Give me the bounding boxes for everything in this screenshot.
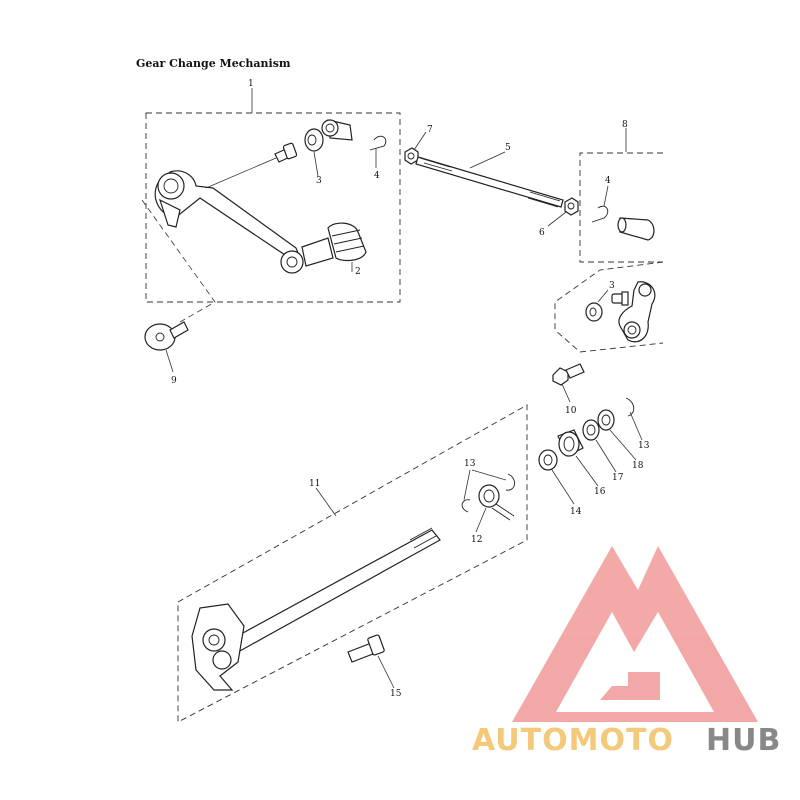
gearchange-shaft-icon <box>191 527 441 691</box>
nut-7-icon <box>404 147 419 165</box>
bush-16-icon <box>557 429 584 457</box>
callout-3a: 3 <box>316 176 322 186</box>
leader-3b <box>597 289 609 303</box>
footrest-rubber-icon <box>301 222 367 267</box>
callout-18: 18 <box>632 461 644 471</box>
watermark-text-part1: AUTOMOTO <box>472 723 674 758</box>
callout-1: 1 <box>248 79 254 89</box>
callout-14: 14 <box>570 507 582 517</box>
callout-5: 5 <box>505 143 511 153</box>
callout-17: 17 <box>612 473 624 483</box>
leader-11 <box>315 487 337 517</box>
group-box-11 <box>177 404 528 723</box>
watermark-logo-icon <box>512 546 758 722</box>
leader-14 <box>551 469 575 505</box>
callout-6: 6 <box>539 228 545 238</box>
rod-end-icon <box>321 119 353 141</box>
rod-end-right-icon <box>617 217 655 241</box>
circlip-13b-icon <box>505 473 515 491</box>
washer-18-icon <box>597 409 615 431</box>
leader-6 <box>547 211 567 227</box>
leader-13a <box>463 469 507 501</box>
callout-11: 11 <box>309 479 320 489</box>
callout-9: 9 <box>171 376 177 386</box>
callout-2: 2 <box>355 267 361 277</box>
leader-5 <box>469 151 506 169</box>
group-box-8 <box>579 152 663 263</box>
callout-7: 7 <box>427 125 433 135</box>
callout-4a: 4 <box>374 171 380 181</box>
leader-10 <box>561 383 571 403</box>
leader-4b <box>603 185 609 207</box>
leader-18 <box>609 429 637 461</box>
callout-13a: 13 <box>464 459 476 469</box>
pivot-bolt-icon <box>274 142 298 163</box>
leader-3a <box>313 151 319 177</box>
leader-15 <box>377 655 395 689</box>
callout-15: 15 <box>390 689 402 699</box>
seal-17-icon <box>582 419 600 441</box>
leader-16 <box>575 455 599 487</box>
callout-3b: 3 <box>609 281 615 291</box>
collar-12-icon <box>478 484 515 521</box>
watermark-triangle-icon <box>512 546 758 722</box>
leader-17 <box>595 439 617 473</box>
group-box-1 <box>145 112 401 303</box>
callout-16: 16 <box>594 487 606 497</box>
leader-7 <box>413 131 427 151</box>
washer-14-icon <box>538 449 558 471</box>
gearchange-arm-icon <box>618 281 656 343</box>
callout-13b: 13 <box>638 441 650 451</box>
callout-8: 8 <box>622 120 628 130</box>
bush-3-icon <box>304 128 324 152</box>
leader-rod-dash <box>205 157 277 189</box>
leader-13b <box>629 411 643 441</box>
diagram-title: Gear Change Mechanism <box>136 57 291 70</box>
nut-6-icon <box>564 197 579 216</box>
clip-4-icon <box>369 135 387 151</box>
gear-lever-icon <box>154 170 304 274</box>
stud-15-icon <box>347 634 385 663</box>
pinch-bolt-icon <box>552 363 585 386</box>
pivot-bolt-9-icon <box>144 321 189 351</box>
leader-9-dash <box>141 199 216 323</box>
group-box-8-lower <box>554 261 664 353</box>
small-bolt-icon <box>611 291 629 306</box>
watermark-text-part2: HUB <box>706 723 781 758</box>
callout-4b: 4 <box>605 176 611 186</box>
circlip-13a-icon <box>461 499 471 513</box>
circlip-13-icon <box>625 397 635 417</box>
callout-10: 10 <box>565 406 577 416</box>
bush-3b-icon <box>585 302 603 322</box>
leader-9 <box>165 349 174 373</box>
callout-12: 12 <box>471 535 482 545</box>
shift-rod-icon <box>415 156 564 208</box>
clip-4b-icon <box>591 205 609 223</box>
leader-12 <box>475 507 487 533</box>
